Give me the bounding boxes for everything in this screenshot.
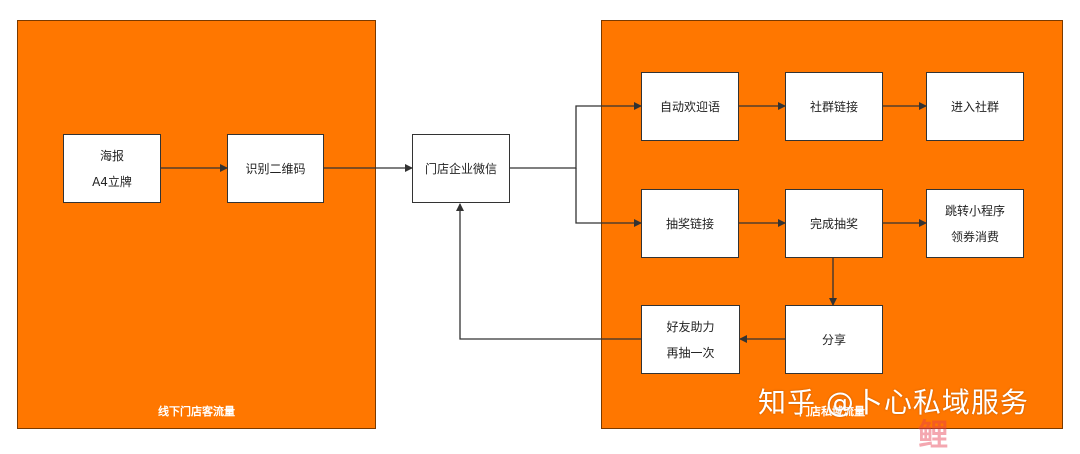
node-complete-lottery-label: 完成抽奖 <box>809 216 858 231</box>
node-auto-welcome-label: 自动欢迎语 <box>659 99 720 114</box>
region-offline-label: 线下门店客流量 <box>158 405 235 418</box>
node-friend-help-line2: 再抽一次 <box>666 345 715 360</box>
node-poster: 海报 A4立牌 <box>63 134 161 203</box>
edge-wecom-to-welcome <box>510 102 642 169</box>
node-group-link: 社群链接 <box>785 72 883 141</box>
node-lottery-link-label: 抽奖链接 <box>665 216 714 231</box>
node-miniprogram-line2: 领券消费 <box>950 229 999 244</box>
node-store-wecom: 门店企业微信 <box>412 134 510 203</box>
node-scan-qr-label: 识别二维码 <box>245 161 306 176</box>
node-poster-line1: 海报 <box>99 148 124 163</box>
node-friend-help-line1: 好友助力 <box>666 319 715 334</box>
node-share-label: 分享 <box>821 332 846 347</box>
node-scan-qr: 识别二维码 <box>227 134 324 203</box>
node-lottery-link: 抽奖链接 <box>641 189 739 258</box>
node-auto-welcome: 自动欢迎语 <box>641 72 739 141</box>
node-share: 分享 <box>785 305 883 374</box>
region-private-label: 门店私域流量 <box>799 405 865 418</box>
node-friend-help: 好友助力 再抽一次 <box>641 305 740 374</box>
node-complete-lottery: 完成抽奖 <box>785 189 883 258</box>
zhihu-watermark: 知乎 @卜心私域服务 <box>758 386 1029 419</box>
node-miniprogram-line1: 跳转小程序 <box>944 203 1005 218</box>
region-offline-store-traffic: 线下门店客流量 <box>17 20 376 429</box>
node-join-group: 进入社群 <box>926 72 1024 141</box>
corner-watermark-logo: 鲤 <box>918 418 952 453</box>
node-store-wecom-label: 门店企业微信 <box>424 161 497 176</box>
edge-wecom-to-lottery <box>575 168 642 227</box>
node-miniprogram: 跳转小程序 领券消费 <box>926 189 1024 258</box>
node-join-group-label: 进入社群 <box>950 99 999 114</box>
edge-friendhelp-to-wecom <box>456 203 641 340</box>
node-group-link-label: 社群链接 <box>809 99 858 114</box>
node-poster-line2: A4立牌 <box>92 174 132 189</box>
